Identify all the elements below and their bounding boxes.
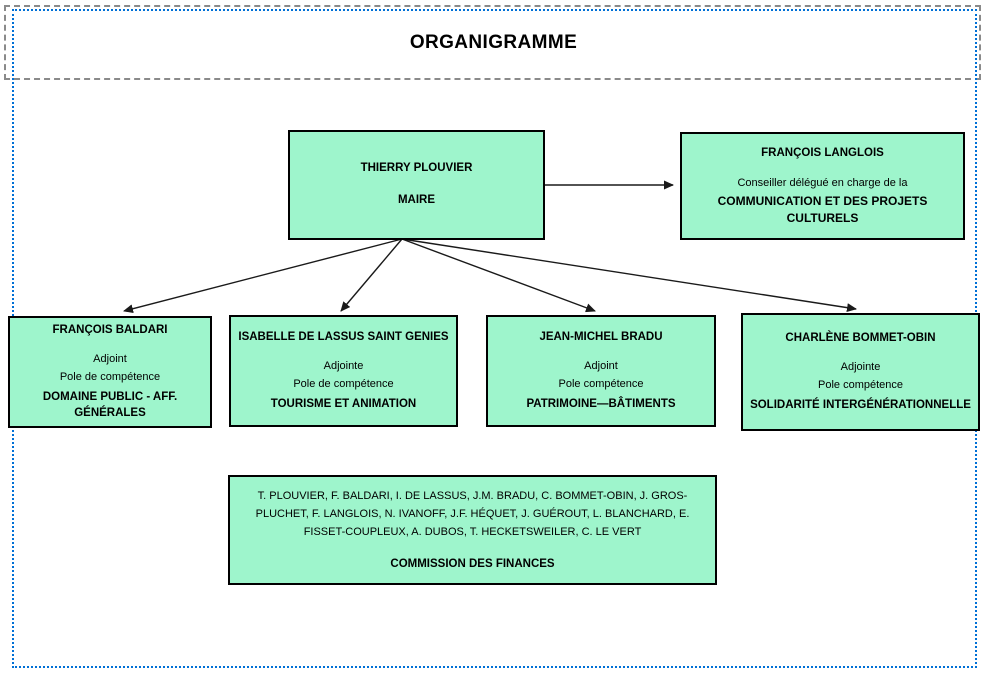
conseiller-name: FRANÇOIS LANGLOIS [761,147,884,160]
adjoint-role: Adjointe [840,361,881,374]
adjoint-pole: TOURISME ET ANIMATION [270,397,417,410]
adjoint-name: ISABELLE DE LASSUS SAINT GENIES [238,330,449,343]
maire-role: MAIRE [397,194,436,206]
adjoint-name: CHARLÈNE BOMMET-OBIN [785,331,936,344]
adjoint-box-lassus: ISABELLE DE LASSUS SAINT GENIES Adjointe… [229,315,458,427]
conseiller-domain: COMMUNICATION ET DES PROJETS CULTURELS [717,194,928,225]
adjoint-name: FRANÇOIS BALDARI [52,323,168,336]
title-frame-dashed [4,5,981,80]
adjoint-pole-label: Pole compétence [818,379,903,391]
page-title: ORGANIGRAMME [409,32,578,53]
adjoint-box-baldari: FRANÇOIS BALDARI Adjoint Pole de compéte… [8,316,212,428]
commission-title: COMMISSION DES FINANCES [390,558,555,571]
adjoint-role: Adjointe [323,360,364,373]
conseiller-box: FRANÇOIS LANGLOIS Conseiller délégué en … [680,132,965,240]
commission-members: T. PLOUVIER, F. BALDARI, I. DE LASSUS, J… [255,490,690,539]
maire-box: THIERRY PLOUVIER MAIRE [288,130,545,240]
adjoint-pole: SOLIDARITÉ INTERGÉNÉRATIONNELLE [750,398,971,411]
adjoint-pole-label: Pole de compétence [293,378,394,390]
adjoint-role: Adjoint [584,360,618,373]
conseiller-subtitle: Conseiller délégué en charge de la [737,176,908,189]
adjoint-box-bradu: JEAN-MICHEL BRADU Adjoint Pole compétenc… [486,315,716,427]
adjoint-pole: DOMAINE PUBLIC - AFF. GÉNÉRALES [42,391,178,419]
adjoint-name: JEAN-MICHEL BRADU [539,330,663,343]
adjoint-pole-label: Pole compétence [558,378,644,390]
adjoint-pole: PATRIMOINE—BÂTIMENTS [526,397,676,410]
adjoint-box-bommet: CHARLÈNE BOMMET-OBIN Adjointe Pole compé… [741,313,980,431]
adjoint-pole-label: Pole de compétence [59,371,161,384]
commission-box: T. PLOUVIER, F. BALDARI, I. DE LASSUS, J… [228,475,717,585]
adjoint-role: Adjoint [93,353,127,366]
maire-name: THIERRY PLOUVIER [360,162,473,175]
